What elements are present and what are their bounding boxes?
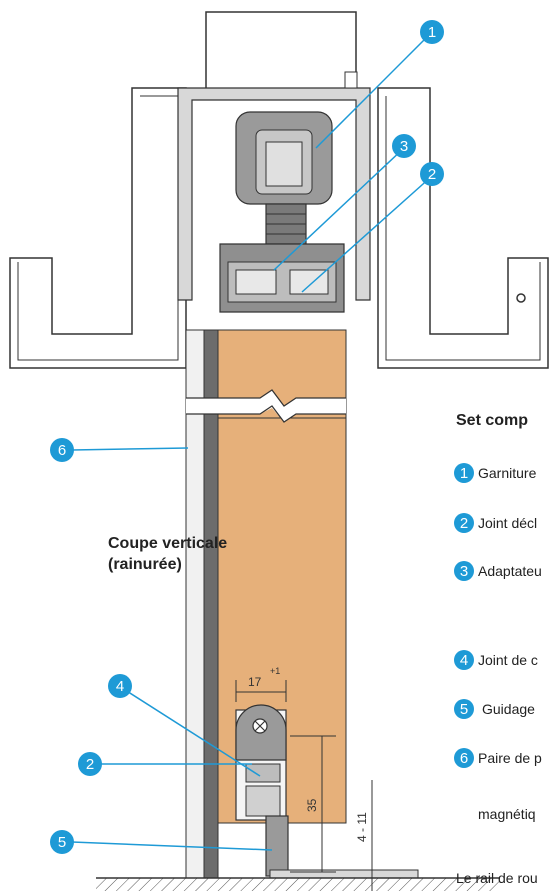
legend-label-5: Guidage: [482, 701, 535, 717]
legend-label-3: Adaptateu: [478, 563, 542, 579]
callout-4: 4: [108, 674, 132, 698]
legend-label-1: Garniture: [478, 465, 537, 481]
svg-text:1: 1: [428, 24, 436, 41]
dimension-gap-value: 4 - 11: [355, 812, 369, 842]
svg-text:5: 5: [58, 834, 66, 851]
svg-text:6: 6: [58, 442, 66, 459]
leader-2a: [301, 175, 433, 293]
leader-6: [71, 447, 189, 451]
callout-5: 5: [50, 830, 74, 854]
legend-label-2: Joint décl: [478, 515, 538, 531]
svg-text:6: 6: [460, 750, 468, 767]
callout-1: 1: [420, 20, 444, 44]
legend-label-4: Joint de c: [478, 652, 538, 668]
svg-text:5: 5: [460, 701, 468, 718]
leader-1: [315, 31, 433, 149]
floor-guide: [265, 815, 289, 877]
callout-6: 6: [50, 438, 74, 462]
svg-text:2: 2: [86, 756, 94, 773]
svg-text:2: 2: [428, 166, 436, 183]
legend-label-6: Paire de p: [478, 750, 542, 766]
section-title: Coupe verticale: [108, 535, 228, 552]
legend-bullet-2: 2: [454, 513, 474, 533]
svg-text:2: 2: [460, 515, 468, 532]
rail-housing: [177, 87, 371, 301]
ceiling-block: [205, 11, 357, 93]
left-track-profile: [9, 87, 187, 369]
right-track-profile: [377, 87, 549, 369]
callout-2b: 2: [78, 752, 102, 776]
svg-text:4: 4: [460, 652, 468, 669]
set-title: Set comp: [456, 412, 529, 429]
dimension-width-value: 17: [248, 675, 262, 689]
leader-4: [121, 687, 261, 777]
screw-hole: [516, 293, 526, 303]
dimension-width: [235, 680, 287, 702]
svg-text:1: 1: [460, 465, 468, 482]
legend-label-6-continued: magnétiq: [478, 806, 536, 822]
callout-3: 3: [392, 134, 416, 158]
dimension-width-tolerance: +1: [270, 666, 280, 676]
dimension-height-value: 35: [305, 798, 319, 812]
floor-hatch: [96, 878, 500, 891]
callout-2a: 2: [420, 162, 444, 186]
dimension-gap: [364, 780, 380, 891]
legend-bullet-5: 5: [454, 699, 474, 719]
leader-3: [273, 147, 405, 271]
legend-bullet-1: 1: [454, 463, 474, 483]
legend-bullet-6: 6: [454, 748, 474, 768]
svg-text:3: 3: [460, 563, 468, 580]
footer-text: Le rail de rou: [456, 870, 538, 886]
legend-bullet-3: 3: [454, 561, 474, 581]
legend-bullet-4: 4: [454, 650, 474, 670]
leader-5: [71, 841, 273, 851]
section-subtitle: (rainurée): [108, 556, 182, 573]
svg-text:3: 3: [400, 138, 408, 155]
dimension-height: [290, 735, 336, 873]
svg-text:4: 4: [116, 678, 124, 695]
